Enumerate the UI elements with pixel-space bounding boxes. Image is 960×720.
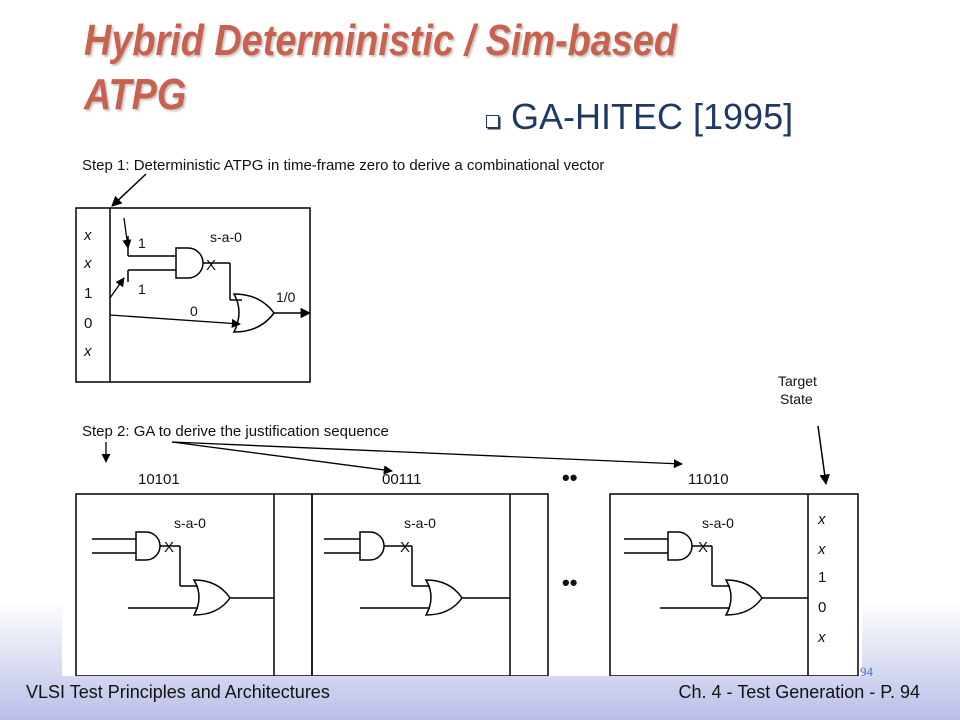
fault-mark: X xyxy=(400,539,410,556)
bullet-point: GA-HITEC [1995] xyxy=(486,96,793,138)
or-gate xyxy=(232,293,275,333)
ga-hitec-diagram: Step 1: Deterministic ATPG in time-frame… xyxy=(62,150,862,676)
step1-input: 1 xyxy=(84,285,92,302)
time-frame-n xyxy=(609,493,859,676)
target-bit: x xyxy=(817,629,826,646)
vector-label: 00111 xyxy=(382,471,422,488)
footer-course-title: VLSI Test Principles and Architectures xyxy=(26,682,330,702)
step1-input: x xyxy=(83,255,92,272)
time-frame-2 xyxy=(311,493,549,676)
fault-label: s-a-0 xyxy=(702,515,734,531)
page-number: 94 xyxy=(860,664,873,679)
square-bullet-icon xyxy=(486,114,499,128)
fault-mark: X xyxy=(698,539,708,556)
slide-title: Hybrid Deterministic / Sim-based ATPG xyxy=(84,16,677,119)
footer-chapter-page: Ch. 4 - Test Generation - P. 94 xyxy=(678,682,920,702)
signal-and-bottom: 1 xyxy=(138,281,146,297)
fault-mark: X xyxy=(164,539,174,556)
step2-label: Step 2: GA to derive the justification s… xyxy=(82,423,389,440)
step1-input: x xyxy=(83,343,92,360)
bullet-text: GA-HITEC [1995] xyxy=(511,96,794,137)
target-bit: 0 xyxy=(818,599,826,616)
ellipsis-mark: •• xyxy=(562,570,577,595)
target-bit: 1 xyxy=(818,569,826,586)
vector-label: 10101 xyxy=(138,471,180,488)
step1-label: Step 1: Deterministic ATPG in time-frame… xyxy=(82,157,604,174)
target-state-label: State xyxy=(780,391,813,407)
step1-input: 0 xyxy=(84,315,92,332)
step1-input: x xyxy=(83,227,92,244)
target-bit: x xyxy=(817,541,826,558)
signal-output: 1/0 xyxy=(276,289,296,305)
and-gate xyxy=(175,247,204,279)
signal-and-top: 1 xyxy=(138,235,146,251)
fault-label: s-a-0 xyxy=(210,229,242,245)
fault-mark: X xyxy=(206,257,216,274)
target-bit-column: x x 1 0 x xyxy=(817,511,826,646)
target-state-label: Target xyxy=(778,373,817,389)
fault-label: s-a-0 xyxy=(174,515,206,531)
step1-input-column: x x 1 0 x xyxy=(83,227,92,360)
vector-label: 11010 xyxy=(688,471,729,488)
fault-label: s-a-0 xyxy=(404,515,436,531)
ellipsis-mark: •• xyxy=(562,465,577,490)
step1-frame xyxy=(75,207,311,383)
signal-or-in: 0 xyxy=(190,303,198,319)
target-bit: x xyxy=(817,511,826,528)
